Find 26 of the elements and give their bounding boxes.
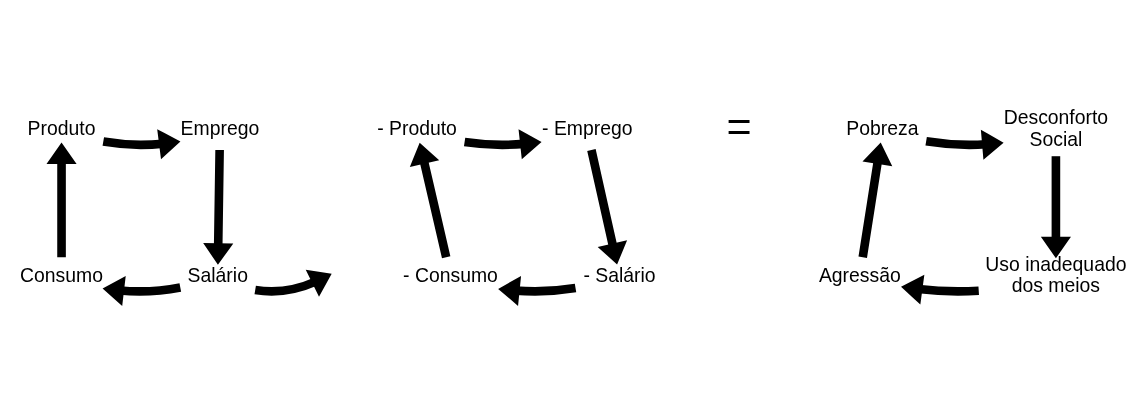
node-text: Pobreza bbox=[846, 116, 919, 139]
arrow bbox=[102, 275, 182, 306]
node-text: - Emprego bbox=[542, 116, 633, 139]
node-text: Uso inadequado dos meios bbox=[985, 252, 1127, 296]
arrow bbox=[498, 275, 577, 306]
node-text: Emprego bbox=[180, 116, 260, 139]
label: = bbox=[726, 101, 752, 150]
node-text: - Salário bbox=[583, 263, 656, 286]
node-text: - Consumo bbox=[403, 263, 498, 286]
arrow bbox=[464, 128, 542, 159]
node-text: Desconforto Social bbox=[1003, 105, 1109, 150]
arrow bbox=[409, 142, 451, 258]
arrow bbox=[102, 128, 181, 159]
arrow bbox=[925, 129, 1004, 160]
arrow bbox=[901, 274, 979, 304]
node-text: Agressão bbox=[818, 263, 901, 286]
node-text: Salário bbox=[187, 263, 248, 286]
arrow bbox=[587, 148, 628, 265]
arrow bbox=[46, 141, 77, 257]
node-text: Consumo bbox=[20, 263, 103, 286]
node-text: - Produto bbox=[377, 116, 457, 139]
arrow bbox=[1040, 155, 1071, 258]
arrow bbox=[858, 142, 893, 258]
arrow bbox=[254, 269, 332, 297]
arrow bbox=[203, 149, 234, 265]
node-text: Produto bbox=[27, 116, 96, 139]
